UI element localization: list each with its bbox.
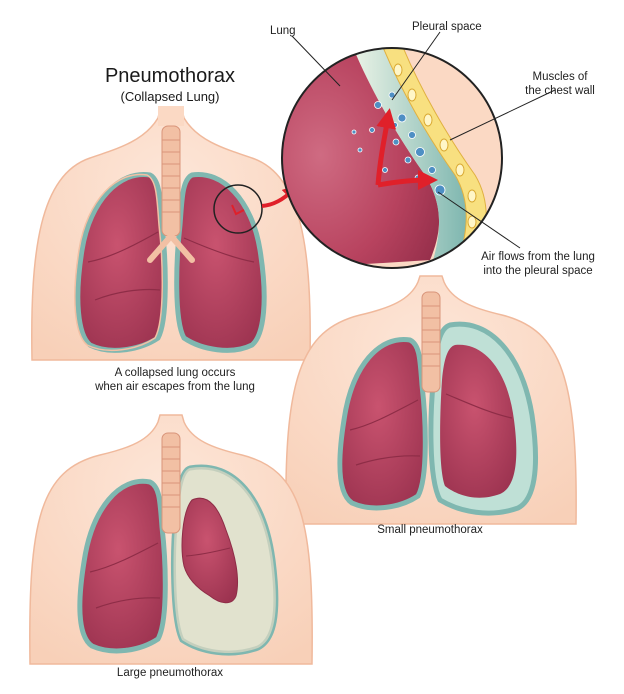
zoom-source-circle [213, 184, 263, 234]
label-air-flows: Air flows from the lung into the pleural… [458, 250, 618, 278]
zoom-detail [281, 47, 503, 269]
caption-large-pneumothorax: Large pneumothorax [116, 667, 224, 679]
label-pleural-space: Pleural space [412, 21, 482, 33]
label-air-flows-line1: Air flows from the lung [481, 251, 595, 263]
caption-collapsed-line1: A collapsed lung occurs [114, 367, 236, 379]
leader-lines [291, 31, 556, 249]
label-muscles: Muscles of the chest wall [505, 70, 615, 98]
caption-small-pneumothorax: Small pneumothorax [377, 524, 483, 536]
label-air-flows-line2: into the pleural space [483, 265, 593, 277]
caption-collapsed-line2: when air escapes from the lung [95, 381, 255, 393]
label-muscles-line2: the chest wall [525, 85, 595, 97]
diagram-subtitle: (Collapsed Lung) [120, 89, 220, 104]
lungs-main [74, 125, 267, 353]
diagram-title: Pneumothorax [104, 65, 236, 87]
label-lung: Lung [270, 25, 296, 37]
mini-arrow [231, 204, 245, 216]
lungs-small [337, 291, 539, 516]
caption-collapsed: A collapsed lung occurs when air escapes… [80, 366, 270, 394]
lungs-large [77, 432, 279, 656]
label-muscles-line1: Muscles of [532, 71, 588, 83]
